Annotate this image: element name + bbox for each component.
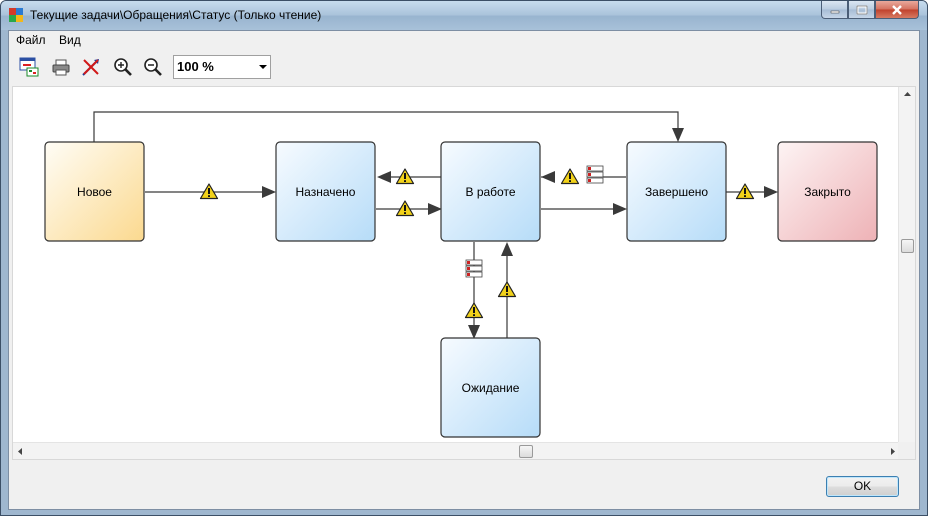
node-in-progress-label: В работе [465,185,515,199]
menu-file[interactable]: Файл [16,33,46,47]
warning-icon[interactable] [395,168,415,185]
node-closed[interactable]: Закрыто [777,141,878,242]
diagram-properties-icon [19,57,39,77]
remove-link-button[interactable] [79,55,103,79]
app-icon [9,8,23,22]
node-waiting[interactable]: Ожидание [440,337,541,438]
warning-icon[interactable] [560,168,580,185]
node-new[interactable]: Новое [44,141,145,242]
node-completed[interactable]: Завершено [626,141,727,242]
scroll-up-icon[interactable] [899,87,916,101]
close-icon [892,4,902,15]
node-assigned[interactable]: Назначено [275,141,376,242]
node-in-progress[interactable]: В работе [440,141,541,242]
condition-list-icon[interactable] [586,165,604,184]
client-area: Файл Вид [8,30,920,510]
warning-icon[interactable] [497,281,517,298]
horizontal-scrollbar[interactable] [13,442,900,459]
minimize-icon [830,10,839,13]
minimize-button[interactable] [821,1,848,19]
scroll-left-icon[interactable] [13,443,27,460]
node-waiting-label: Ожидание [462,381,520,395]
scroll-right-icon[interactable] [886,443,900,460]
warning-icon[interactable] [464,302,484,319]
title-bar[interactable]: Текущие задачи\Обращения\Статус (Только … [1,1,927,30]
zoom-select[interactable]: 100 % [173,55,271,79]
node-closed-label: Закрыто [804,185,851,199]
dialog-footer: OK [9,461,919,509]
warning-icon[interactable] [735,183,755,200]
node-assigned-label: Назначено [296,185,356,199]
node-new-label: Новое [77,185,112,199]
vertical-scroll-thumb[interactable] [901,239,914,253]
chevron-down-icon [259,65,267,69]
menu-view[interactable]: Вид [59,33,81,47]
zoom-out-button[interactable] [141,55,165,79]
status-diagram: Новое Назначено В работе Завершено Закры… [44,111,878,438]
zoom-in-button[interactable] [111,55,135,79]
menu-bar: Файл Вид [9,31,919,49]
properties-button[interactable] [17,55,41,79]
ok-button[interactable]: OK [826,476,899,497]
horizontal-scroll-thumb[interactable] [519,445,533,458]
window-title: Текущие задачи\Обращения\Статус (Только … [30,8,322,22]
printer-icon [52,59,70,76]
zoom-value: 100 % [177,59,214,74]
maximize-icon [856,5,867,14]
condition-list-icon[interactable] [465,259,483,278]
zoom-in-icon [114,58,132,76]
delete-connection-icon [82,59,99,76]
warning-icon[interactable] [199,183,219,200]
toolbar: 100 % [9,51,919,83]
print-button[interactable] [49,55,73,79]
node-completed-label: Завершено [645,185,708,199]
vertical-scrollbar[interactable] [898,87,915,444]
maximize-button[interactable] [848,1,875,19]
warning-icon[interactable] [395,200,415,217]
diagram-canvas[interactable]: Новое Назначено В работе Завершено Закры… [12,86,916,460]
scrollbar-corner [898,442,915,459]
zoom-out-icon [144,58,162,76]
close-button[interactable] [875,1,919,19]
